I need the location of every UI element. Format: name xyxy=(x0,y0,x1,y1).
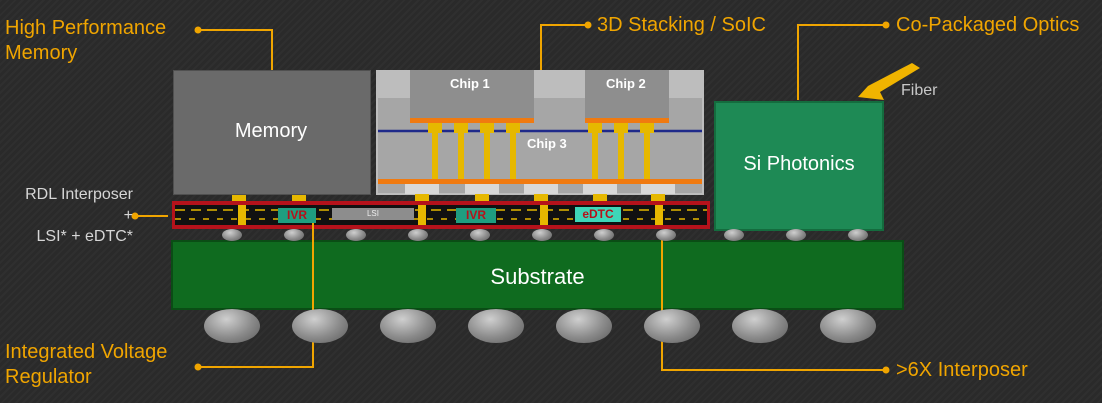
cpo-callout-label: Co-Packaged Optics xyxy=(896,14,1080,36)
solder-ball xyxy=(732,309,788,343)
micro-bump xyxy=(532,229,552,241)
chip1-block xyxy=(410,70,534,118)
micro-bump xyxy=(346,229,366,241)
micro-bump xyxy=(848,229,868,241)
memory-label: Memory xyxy=(234,120,308,142)
chip2-block xyxy=(585,70,669,118)
memory-block xyxy=(173,70,371,195)
solder-ball xyxy=(292,309,348,343)
rdl-interposer-label: RDL Interposer + LSI* + eDTC* xyxy=(25,186,133,245)
micro-bump xyxy=(470,229,490,241)
solder-ball xyxy=(380,309,436,343)
fiber-shape xyxy=(858,63,920,100)
hbm-callout-label: High Performance Memory xyxy=(5,17,167,64)
si-photonics-label: Si Photonics xyxy=(743,153,855,175)
micro-bump xyxy=(222,229,242,241)
solder-ball xyxy=(644,309,700,343)
fiber-label: Fiber xyxy=(901,82,938,99)
interposer-callout-label: >6X Interposer xyxy=(896,359,1028,381)
stacking-callout-label: 3D Stacking / SoIC xyxy=(597,14,766,36)
si-photonics-block xyxy=(714,101,884,231)
lsi-block: LSI xyxy=(332,208,414,220)
micro-bump xyxy=(656,229,676,241)
edtc-block: eDTC xyxy=(575,207,621,222)
solder-ball xyxy=(468,309,524,343)
ivr-callout-label: Integrated Voltage Regulator xyxy=(5,341,168,388)
chip1-label: Chip 1 xyxy=(450,76,490,91)
chip2-label: Chip 2 xyxy=(606,76,646,91)
chip3-label: Chip 3 xyxy=(527,136,567,151)
micro-bump xyxy=(284,229,304,241)
micro-bump xyxy=(724,229,744,241)
micro-bump xyxy=(594,229,614,241)
substrate-block xyxy=(171,240,904,310)
solder-ball xyxy=(820,309,876,343)
ivr-block-1: IVR xyxy=(278,208,316,223)
substrate-label: Substrate xyxy=(490,264,585,289)
solder-ball xyxy=(204,309,260,343)
solder-ball xyxy=(556,309,612,343)
ivr-block-2: IVR xyxy=(456,208,496,223)
micro-bump xyxy=(408,229,428,241)
micro-bump xyxy=(786,229,806,241)
